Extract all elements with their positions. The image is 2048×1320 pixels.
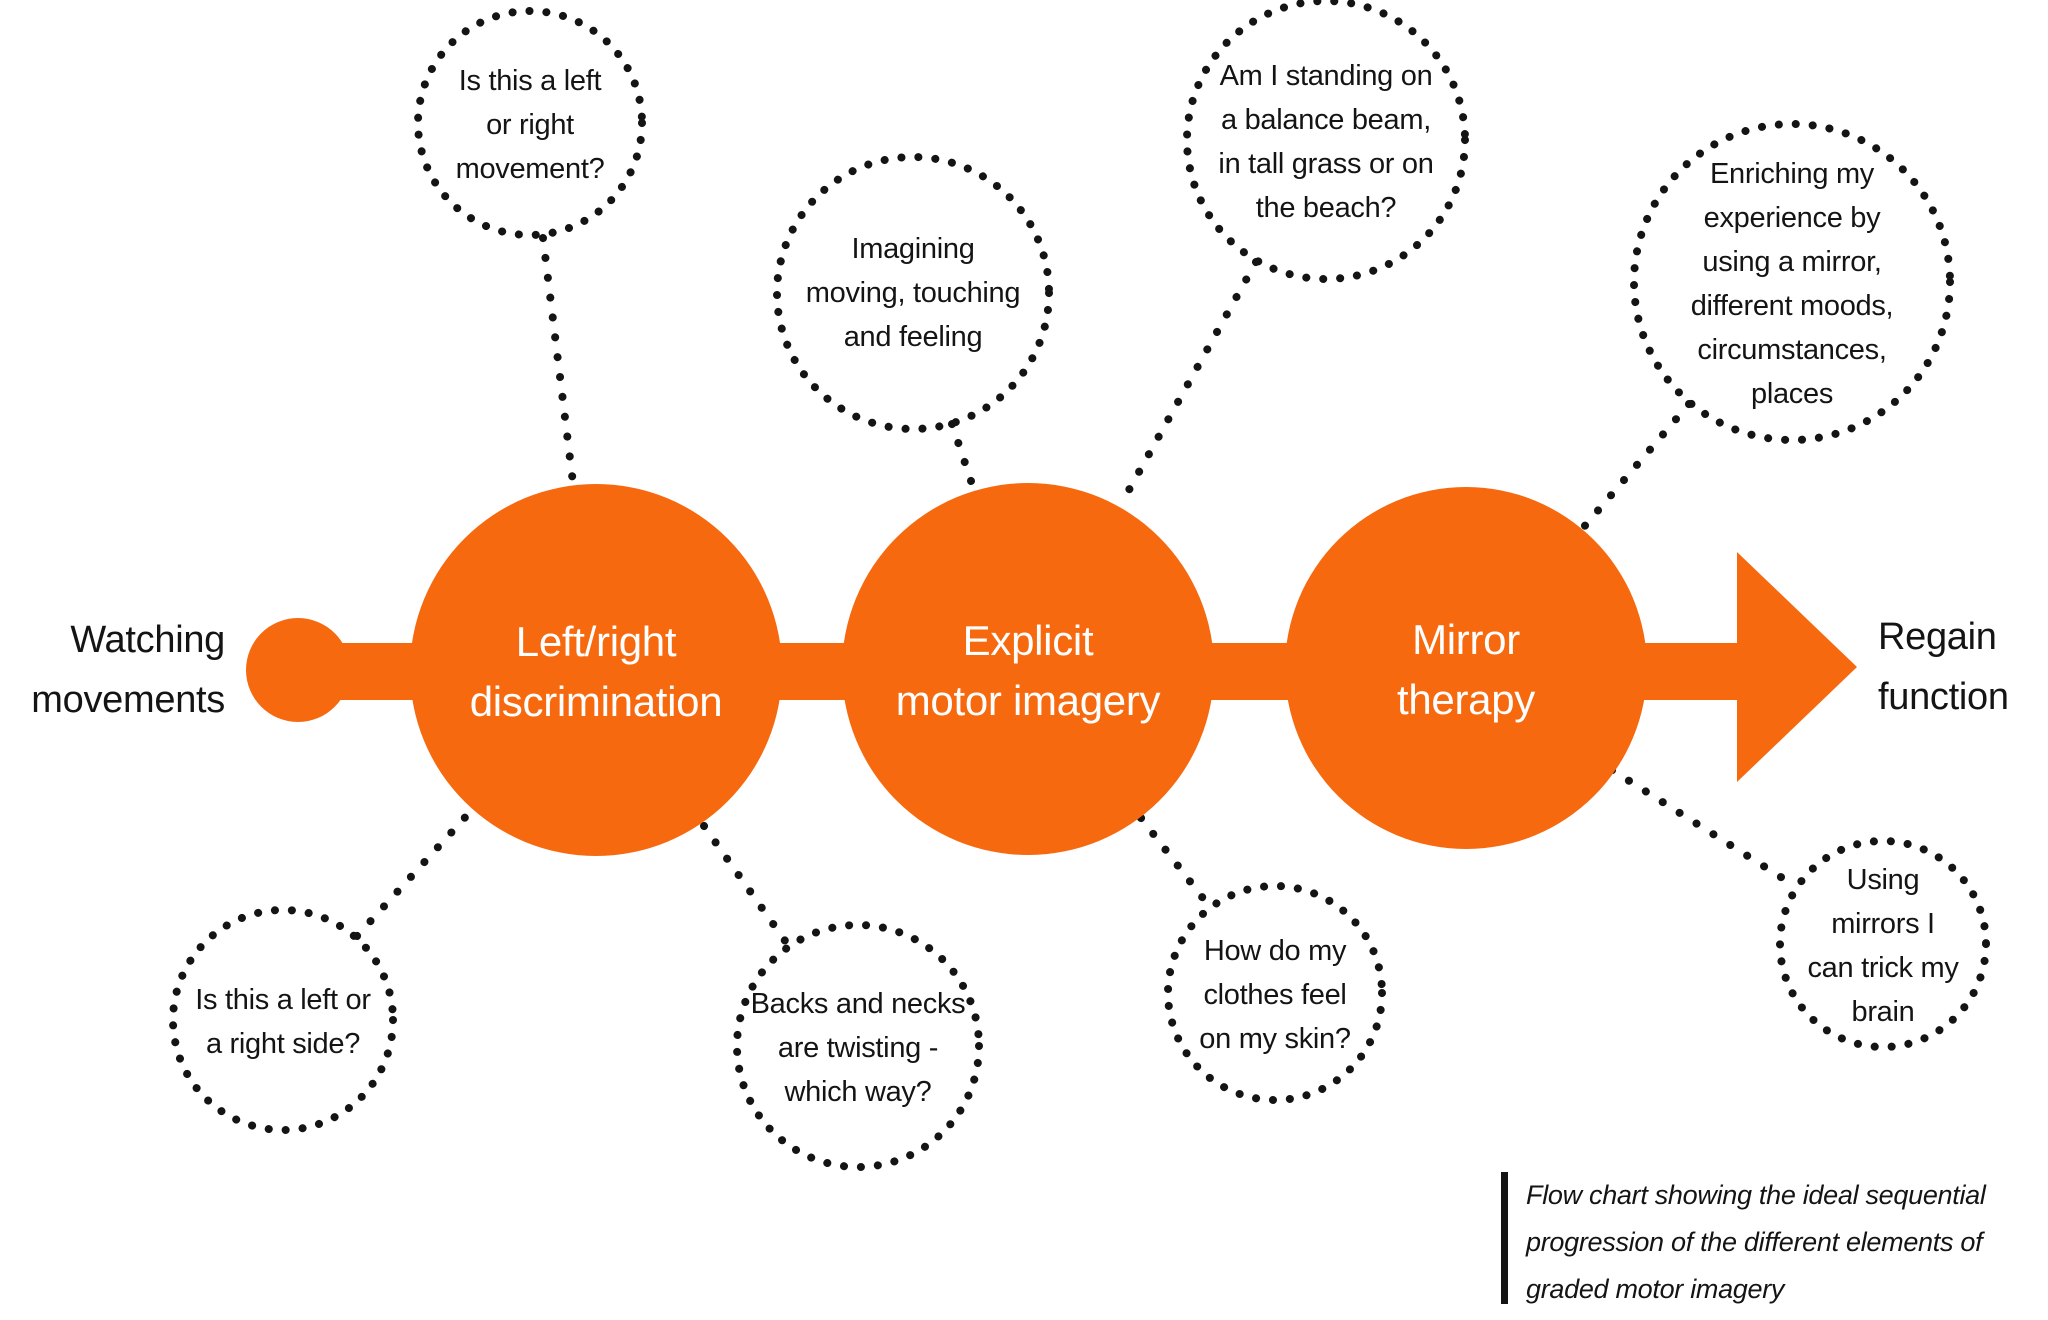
connector-bubble4-stage3	[1579, 400, 1693, 532]
connector-bubble5-stage1	[353, 808, 474, 940]
bubble-ring-3	[1183, 0, 1469, 283]
stage-circle-1	[410, 484, 782, 856]
bubble-ring-5	[169, 906, 397, 1134]
bubble-text-1: Is this a left or right movement?	[455, 65, 605, 185]
bubble-ring-7	[1164, 882, 1386, 1104]
arrow-head	[1737, 552, 1857, 782]
bubble-ring-4	[1630, 120, 1954, 444]
start-node-circle	[246, 618, 350, 722]
figure-caption: Flow chart showing the ideal sequential …	[1526, 1180, 1986, 1304]
bubble-ring-2	[773, 153, 1053, 433]
connector-bubble7-stage2	[1137, 814, 1213, 910]
stage-circle-3	[1285, 487, 1647, 849]
bubble-text-5: Is this a left or a right side?	[195, 984, 371, 1060]
caption-bar	[1501, 1172, 1508, 1304]
bubble-ring-8	[1776, 837, 1990, 1051]
stage-label-2: Explicit motor imagery	[895, 617, 1161, 724]
bubble-ring-1	[414, 7, 646, 239]
bubble-text-7: How do my clothes feel on my skin?	[1199, 935, 1351, 1055]
stage-circle-2	[842, 483, 1214, 855]
connector-bubble6-stage1	[700, 822, 792, 949]
end-label: Regain function	[1878, 616, 2009, 718]
connector-bubble3-stage2	[1116, 258, 1260, 510]
connector-bubble1-stage1	[539, 234, 577, 487]
bubble-text-6: Backs and necks are twisting - which way…	[750, 988, 966, 1108]
bubble-text-8: Using mirrors I can trick my brain	[1807, 864, 1959, 1028]
bubble-text-2: Imagining moving, touching and feeling	[805, 233, 1021, 353]
stage-label-3: Mirror therapy	[1397, 616, 1535, 723]
stage-label-1: Left/right discrimination	[469, 618, 723, 725]
bubble-text-3: Am I standing on a balance beam, in tall…	[1218, 60, 1434, 224]
connector-bubble8-stage3	[1608, 766, 1799, 890]
bubble-ring-6	[733, 921, 983, 1171]
start-label: Watching movements	[31, 619, 225, 721]
bubble-text-4: Enriching my experience by using a mirro…	[1690, 158, 1894, 410]
connector-bubble2-stage2	[948, 420, 978, 494]
